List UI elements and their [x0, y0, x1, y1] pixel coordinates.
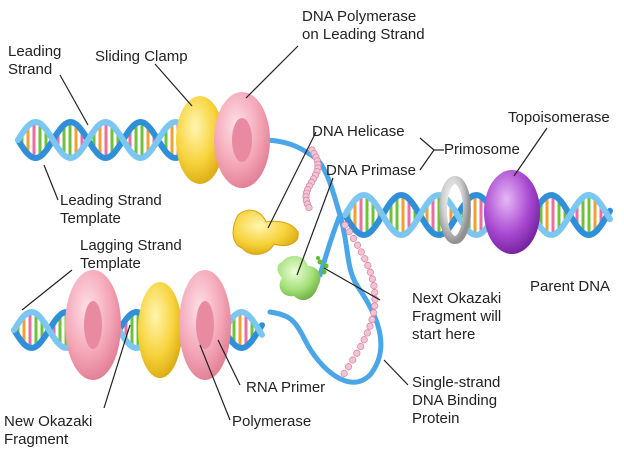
ssb-bead [364, 261, 372, 270]
topoisomerase-ring [439, 176, 471, 244]
ssb-bead [341, 221, 349, 229]
label-primosome: Primosome [444, 141, 520, 158]
label-dna-primase: DNA Primase [326, 162, 417, 179]
ssb-bead [371, 302, 379, 310]
sliding-clamp-bottom [138, 282, 182, 378]
polymerase-lagging-2-hole [196, 301, 214, 349]
ssb-bead [357, 342, 365, 351]
label-sliding-clamp: Sliding Clamp [95, 48, 188, 65]
label-leading-strand-template: Leading Strand Template [60, 192, 162, 227]
label-lagging-strand-template: Lagging Strand Template [80, 237, 182, 272]
ssb-protein-beads [302, 146, 379, 378]
ssb-bead [340, 369, 348, 378]
label-ssb-protein: Single-strand DNA Binding Protein [412, 374, 501, 427]
lagging-template-single-strand [267, 212, 384, 385]
ssb-bead [349, 356, 357, 364]
leader-lines [21, 45, 548, 421]
ssb-bead [361, 255, 369, 263]
parent-backbone-2 [342, 191, 613, 238]
ssb-bead [366, 322, 374, 330]
ssb-bead [353, 349, 361, 357]
ssb-bead [357, 248, 365, 256]
ssb-bead [305, 204, 313, 212]
ssb-bead [363, 329, 371, 337]
ssb-bead [366, 268, 374, 276]
polymerase-lagging-1-hole [84, 301, 102, 349]
ssb-bead [368, 315, 376, 324]
label-parent-dna: Parent DNA [530, 278, 611, 295]
ssb-bead [345, 228, 353, 236]
label-topoisomerase: Topoisomerase [508, 109, 610, 126]
label-next-okazaki: Next Okazaki Fragment will start here [412, 290, 502, 343]
label-new-okazaki: New Okazaki Fragment [4, 413, 93, 448]
label-rna-primer: RNA Primer [246, 379, 326, 396]
ssb-bead [353, 241, 362, 249]
ssb-bead [371, 288, 379, 297]
dna-helicase-shape [232, 209, 299, 255]
label-leading-strand: Leading Strand [8, 43, 62, 78]
label-polymerase: Polymerase [232, 413, 312, 430]
ssb-bead [368, 275, 377, 283]
primer-dots [316, 256, 329, 275]
dna-primase-shape [277, 255, 321, 301]
parent-dna-helix [342, 191, 613, 239]
ssb-bead [360, 336, 368, 344]
ssb-bead [370, 309, 378, 317]
polymerase-leading-hole [232, 118, 252, 162]
topoisomerase-shape [484, 170, 540, 254]
ssb-bead [370, 282, 378, 290]
sliding-clamp-top [176, 96, 224, 184]
ssb-bead [349, 234, 358, 243]
parent-backbone-1 [342, 192, 613, 239]
label-dna-helicase: DNA Helicase [312, 123, 405, 140]
lagging-strand-loop [317, 212, 343, 278]
label-dna-polymerase-leading: DNA Polymerase on Leading Strand [302, 8, 425, 43]
ssb-bead [344, 363, 353, 371]
